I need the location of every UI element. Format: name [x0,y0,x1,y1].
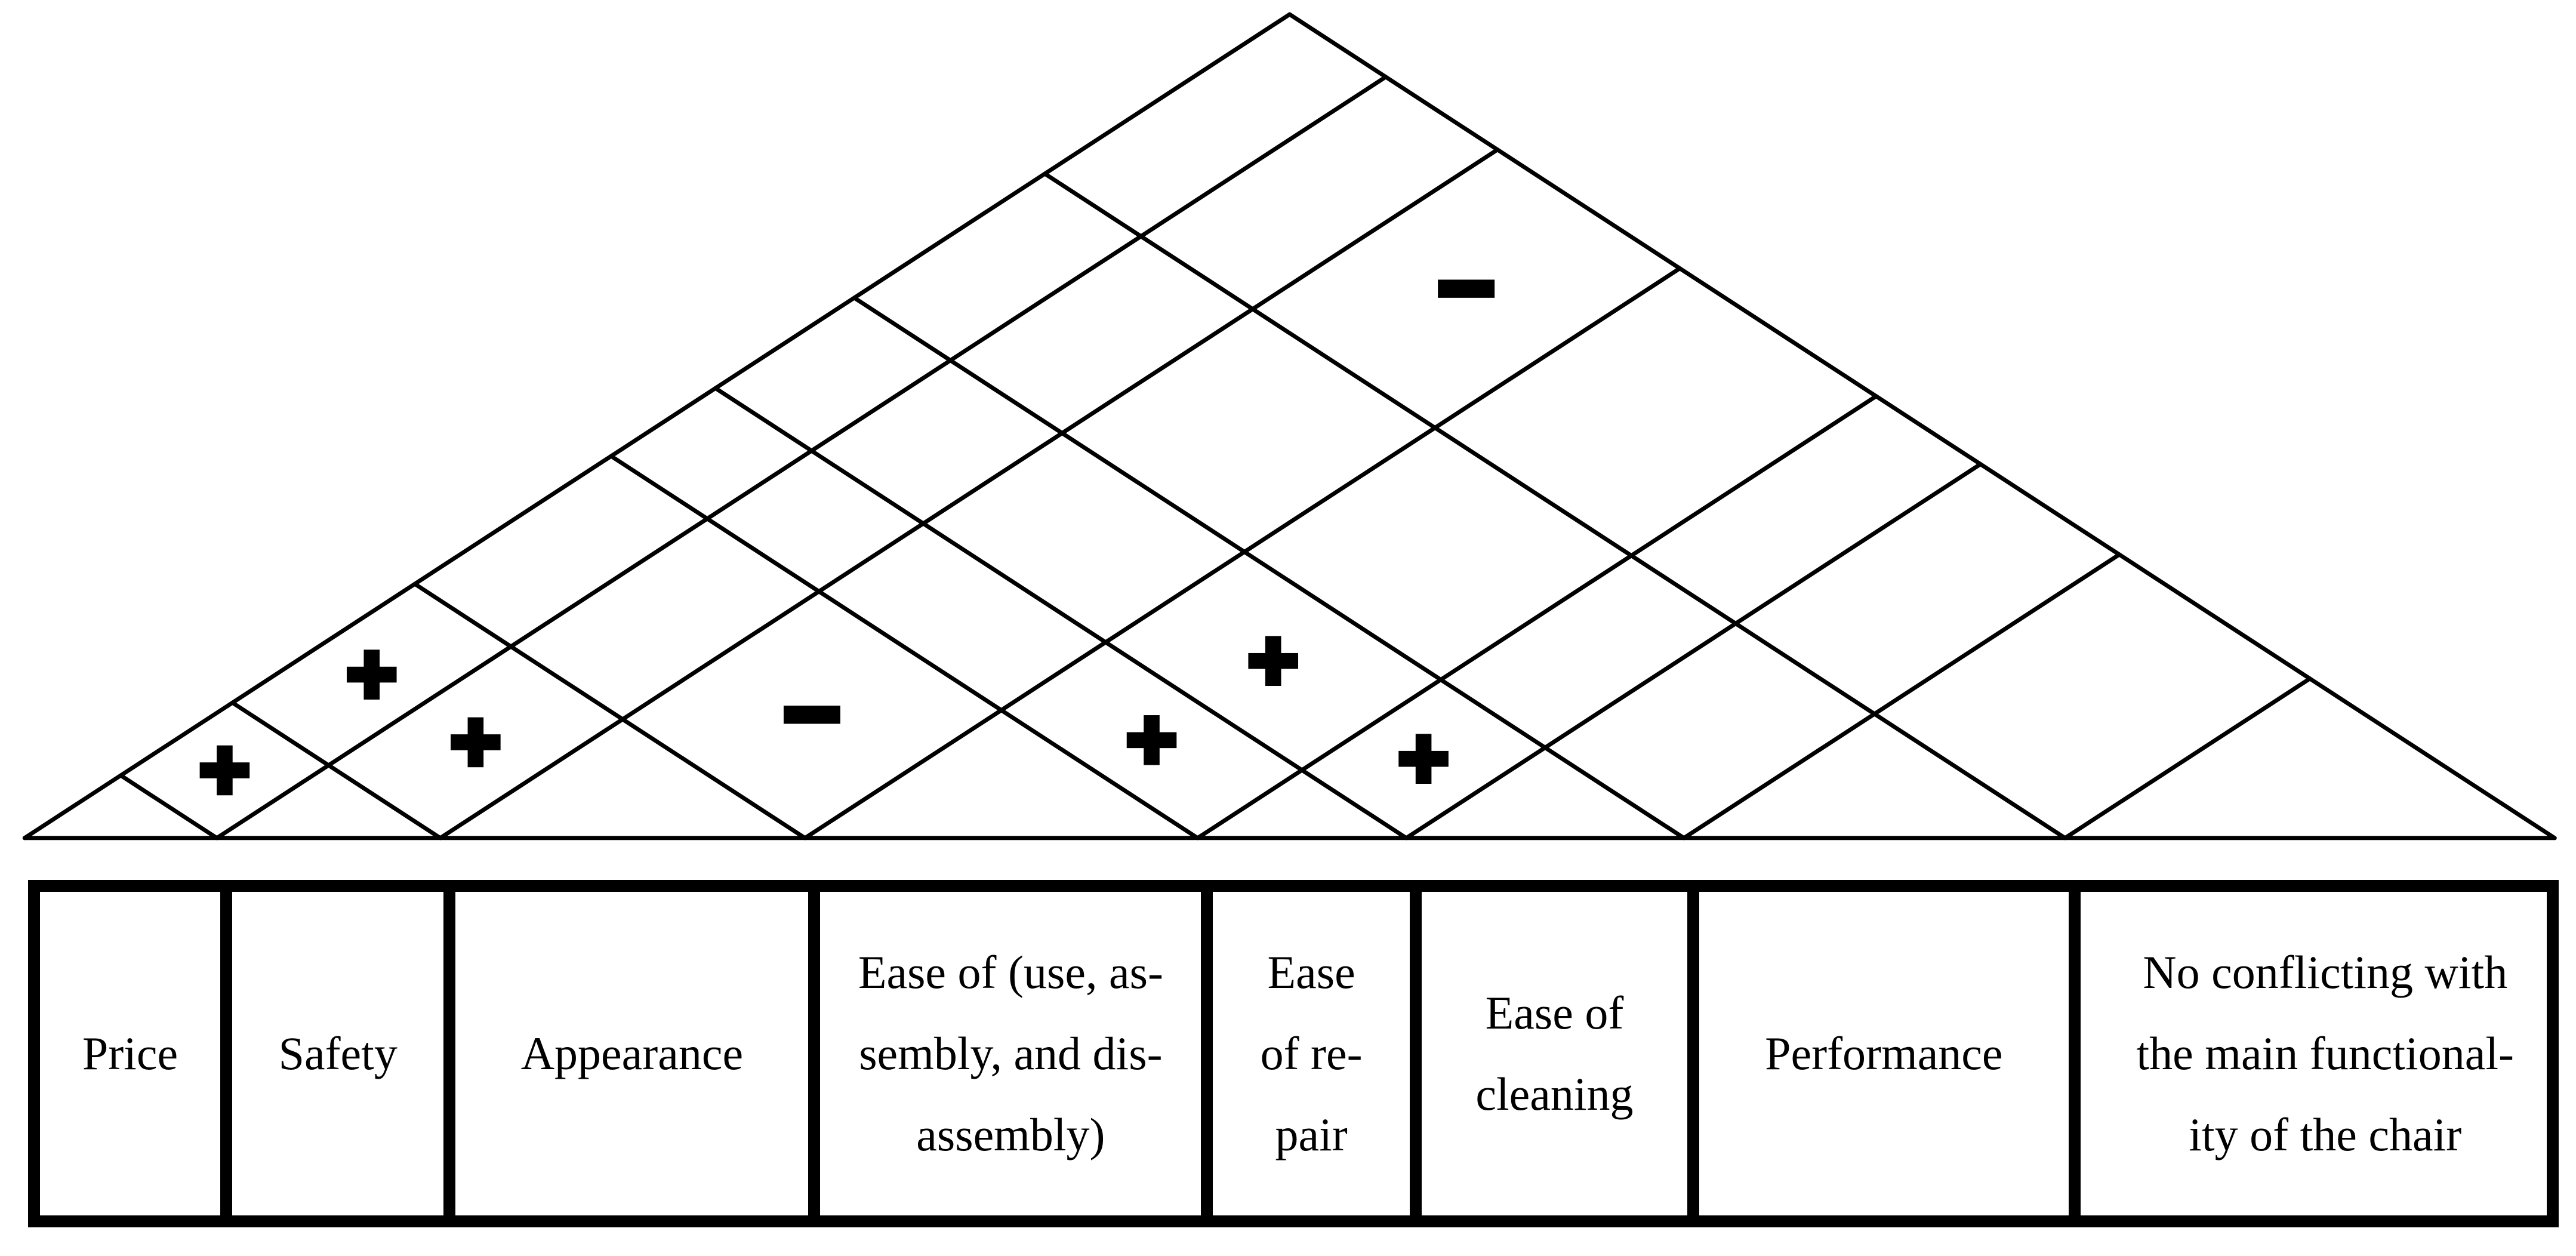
roof-grid-line [713,386,1409,841]
roof-grid-line [609,454,1200,841]
roof-left-edge [22,12,1292,841]
plus-icon [346,649,397,700]
minus-icon [783,706,840,724]
roof-grid-line [412,581,808,841]
plus-icon [1126,715,1177,765]
requirement-cell: Ease of re- pair [1213,892,1422,1215]
roof-grid-line [214,75,1388,841]
plus-icon [1398,734,1449,784]
roof-grid-line [803,266,1682,841]
requirement-cell: Safety [232,892,456,1215]
roof-grid-line [1195,394,1878,841]
roof-right-edge [1287,12,2557,841]
plus-icon [1248,636,1299,687]
roof-grid-line [1404,462,1983,841]
roof-grid-line [230,700,443,841]
roof-grid-line [852,295,1686,841]
roof-grid-line [118,773,219,841]
plus-icon [199,745,250,796]
roof-grid-line [1681,552,2122,841]
requirement-cell: Price [40,892,233,1215]
roof-grid-line [1043,171,2067,841]
plus-icon [451,717,501,768]
roof-grid-line [438,147,1500,841]
requirement-cell: Ease of (use, as- sembly, and dis- assem… [820,892,1213,1215]
roof-grid-line [2063,676,2312,841]
correlation-roof [22,12,2557,841]
requirement-cell: Performance [1699,892,2081,1215]
minus-icon [1438,279,1495,298]
requirement-cell: No conflicting with the main functional-… [2136,946,2514,1160]
requirement-cell: Appearance [455,892,821,1215]
requirement-cell: Ease of cleaning [1422,892,1700,1215]
